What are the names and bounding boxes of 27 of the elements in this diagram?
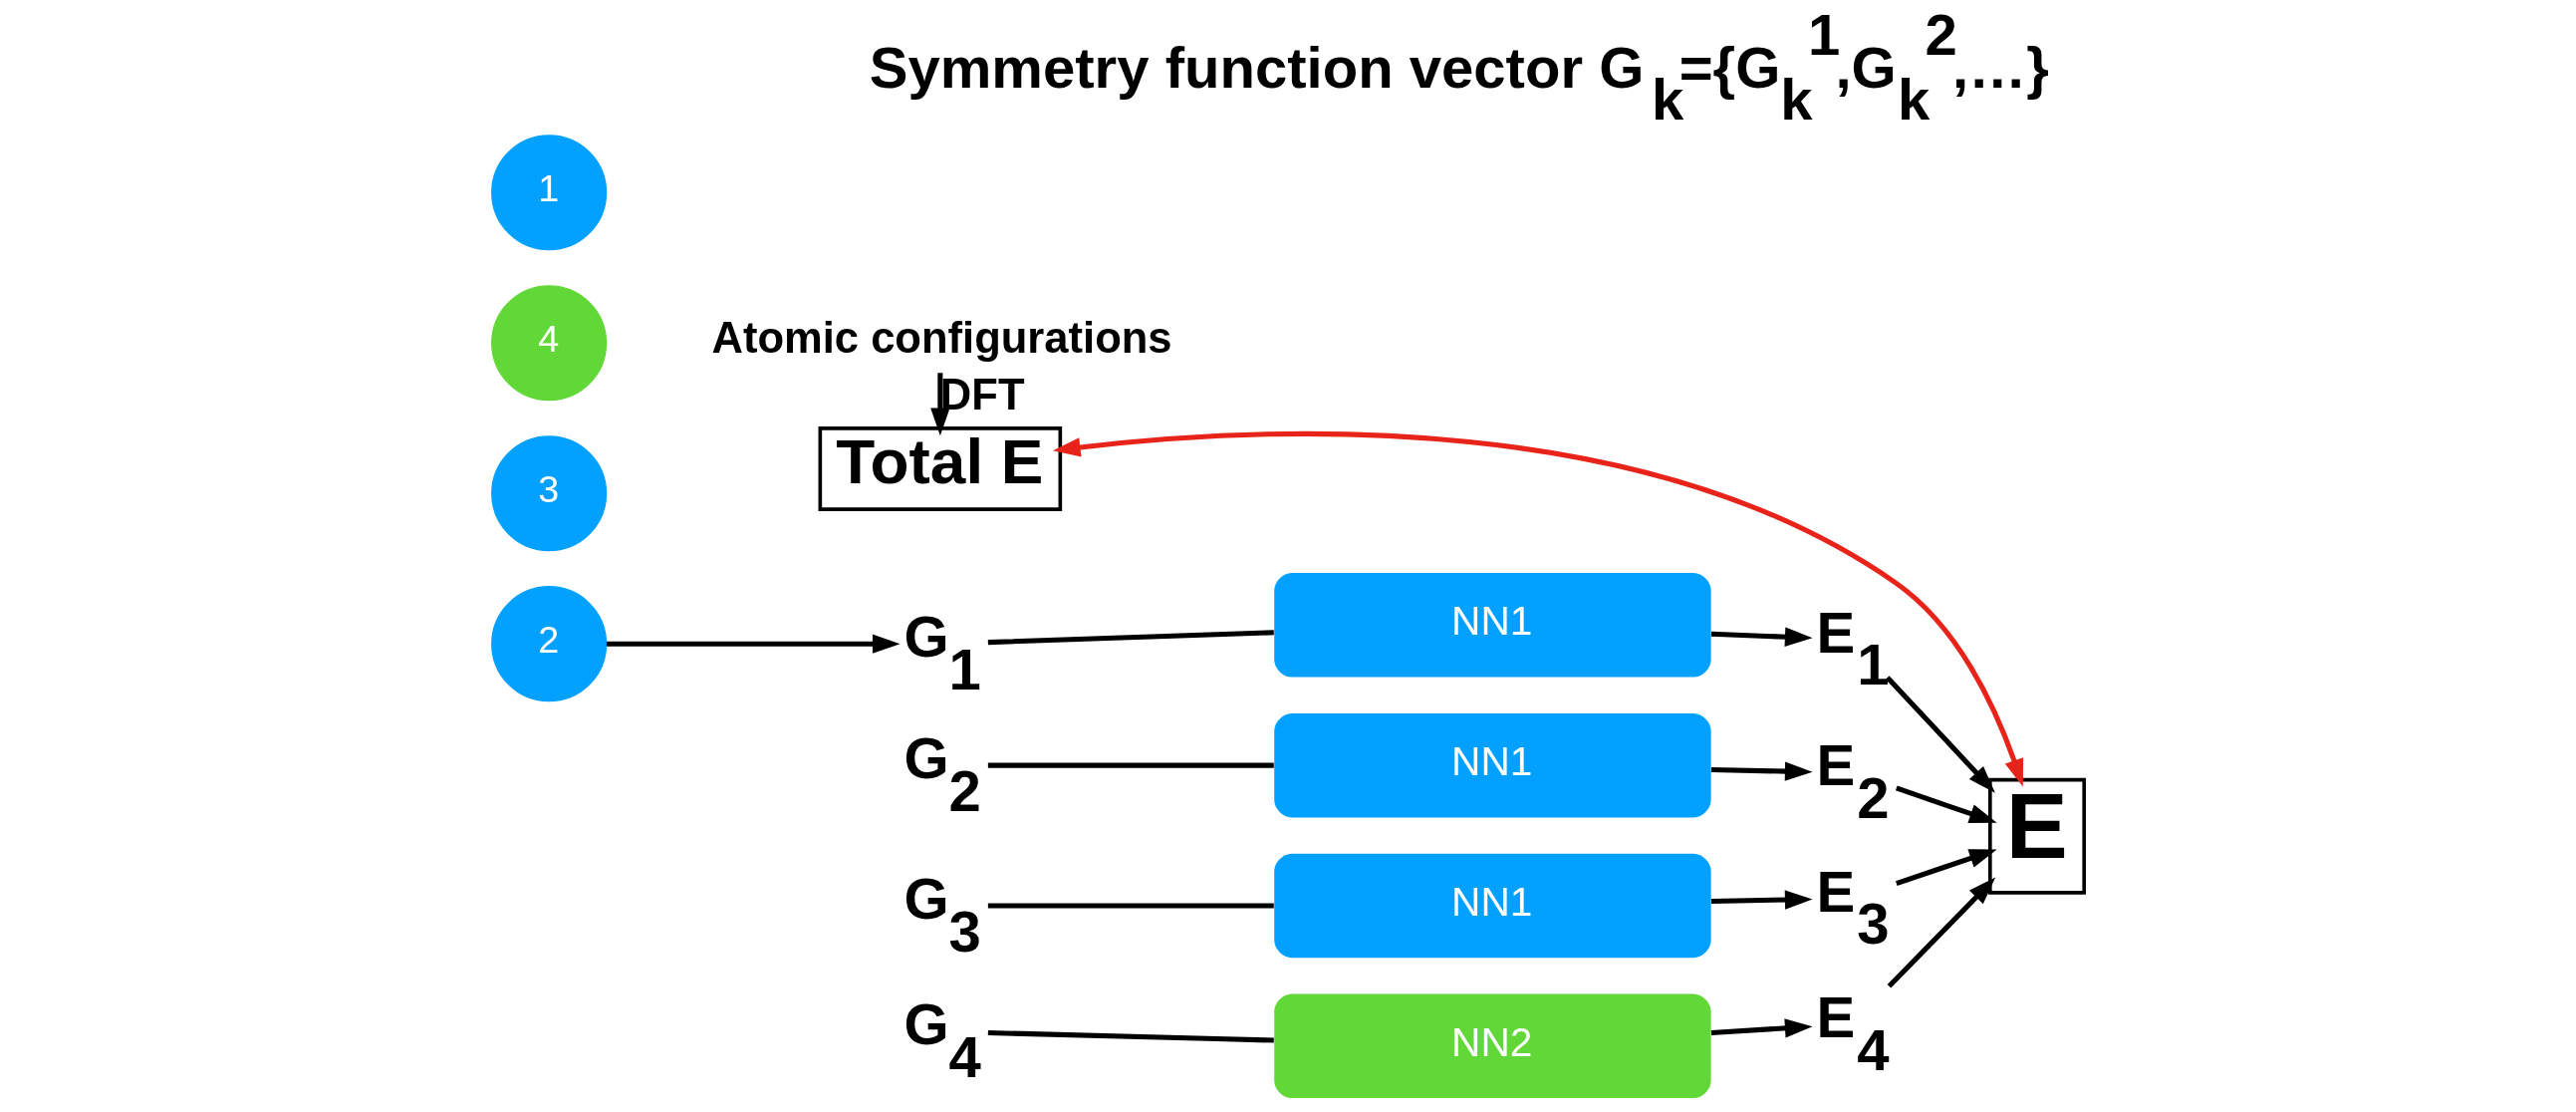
arrow	[1895, 785, 1997, 823]
node-box: Total E	[818, 426, 1063, 511]
node-circle: 4	[491, 285, 608, 402]
node-circle: 2	[491, 586, 608, 702]
arrow	[606, 634, 901, 654]
connector	[987, 630, 1274, 646]
connector	[987, 903, 1274, 909]
node-circle: 1	[491, 135, 608, 251]
connector	[987, 1029, 1274, 1043]
arrow	[1710, 627, 1813, 647]
arrow	[1710, 1018, 1813, 1038]
node-box: NN2	[1274, 993, 1711, 1099]
node-circle: 3	[491, 435, 608, 552]
edge-label: DFT	[939, 371, 1025, 419]
node-box: NN1	[1274, 712, 1711, 818]
arrow	[1710, 890, 1813, 910]
node-box: E	[1988, 777, 2086, 895]
arrow	[1887, 877, 1996, 988]
node-text: Atomic configurations	[711, 313, 1172, 362]
connector	[987, 762, 1274, 768]
arrow	[1896, 849, 1997, 886]
arrow	[1710, 761, 1813, 781]
node-box: NN1	[1274, 573, 1711, 678]
arrow	[1052, 431, 2024, 787]
arrow	[1885, 676, 1995, 793]
arrow	[930, 373, 950, 436]
node-box: NN1	[1274, 853, 1711, 959]
